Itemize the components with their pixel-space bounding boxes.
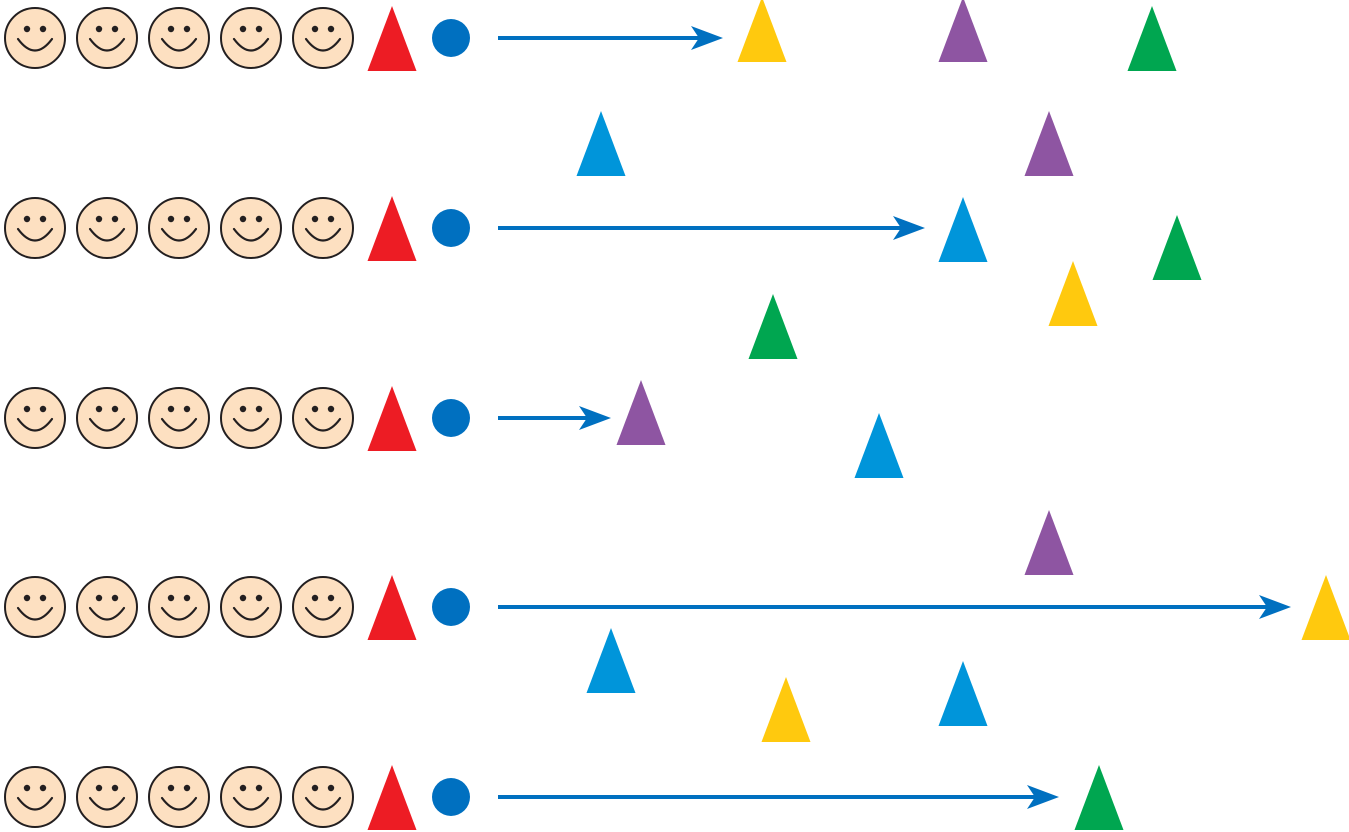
green-triangle xyxy=(748,294,798,359)
smiley-face-icon xyxy=(4,387,66,449)
smiley-face-icon xyxy=(220,766,282,828)
smiley-face-icon xyxy=(148,7,210,69)
target-green-triangle xyxy=(1074,765,1124,830)
green-triangle xyxy=(1127,6,1177,71)
smiley-face-icon xyxy=(76,197,138,259)
smiley-face-icon xyxy=(292,576,354,638)
blue-arrow xyxy=(498,785,1059,809)
diagram-row xyxy=(4,0,787,71)
smiley-face-icon xyxy=(292,197,354,259)
smiley-face-icon xyxy=(4,197,66,259)
red-triangle xyxy=(367,196,417,261)
smiley-face-icon xyxy=(292,766,354,828)
red-triangle xyxy=(367,6,417,71)
smiley-face-icon xyxy=(148,387,210,449)
smiley-face-icon xyxy=(220,576,282,638)
blue-dot xyxy=(432,588,470,626)
blue-arrow xyxy=(498,26,723,50)
light-blue-triangle xyxy=(854,413,904,478)
blue-arrow xyxy=(498,595,1291,619)
smiley-face-icon xyxy=(76,766,138,828)
diagram-row xyxy=(4,196,988,262)
target-purple-triangle xyxy=(616,380,666,445)
target-yellow-triangle xyxy=(737,0,787,62)
light-blue-triangle xyxy=(938,661,988,726)
smiley-face-icon xyxy=(148,197,210,259)
smiley-face-icon xyxy=(292,7,354,69)
red-triangle xyxy=(367,386,417,451)
purple-triangle xyxy=(938,0,988,62)
smiley-face-icon xyxy=(148,766,210,828)
green-triangle xyxy=(1152,215,1202,280)
blue-arrow xyxy=(498,216,925,240)
yellow-triangle xyxy=(761,677,811,742)
smiley-face-icon xyxy=(292,387,354,449)
diagram-row xyxy=(4,380,666,451)
smiley-face-icon xyxy=(76,576,138,638)
red-triangle xyxy=(367,765,417,830)
light-blue-triangle xyxy=(586,628,636,693)
diagram-row xyxy=(4,575,1349,640)
blue-dot xyxy=(432,209,470,247)
smiley-face-icon xyxy=(148,576,210,638)
smiley-face-icon xyxy=(76,7,138,69)
purple-triangle xyxy=(1024,510,1074,575)
smiley-face-icon xyxy=(4,7,66,69)
smiley-face-icon xyxy=(220,197,282,259)
light-blue-triangle xyxy=(576,111,626,176)
smiley-face-icon xyxy=(76,387,138,449)
scattered-triangles xyxy=(576,0,1202,742)
target-yellow-triangle xyxy=(1301,575,1349,640)
purple-triangle xyxy=(1024,111,1074,176)
smiley-face-icon xyxy=(220,387,282,449)
target-light-blue-triangle xyxy=(938,197,988,262)
red-triangle xyxy=(367,575,417,640)
blue-dot xyxy=(432,19,470,57)
blue-dot xyxy=(432,399,470,437)
smiley-face-icon xyxy=(220,7,282,69)
diagram-row xyxy=(4,765,1124,830)
smiley-face-icon xyxy=(4,766,66,828)
blue-dot xyxy=(432,778,470,816)
smiley-face-icon xyxy=(4,576,66,638)
yellow-triangle xyxy=(1048,261,1098,326)
blue-arrow xyxy=(498,406,611,430)
